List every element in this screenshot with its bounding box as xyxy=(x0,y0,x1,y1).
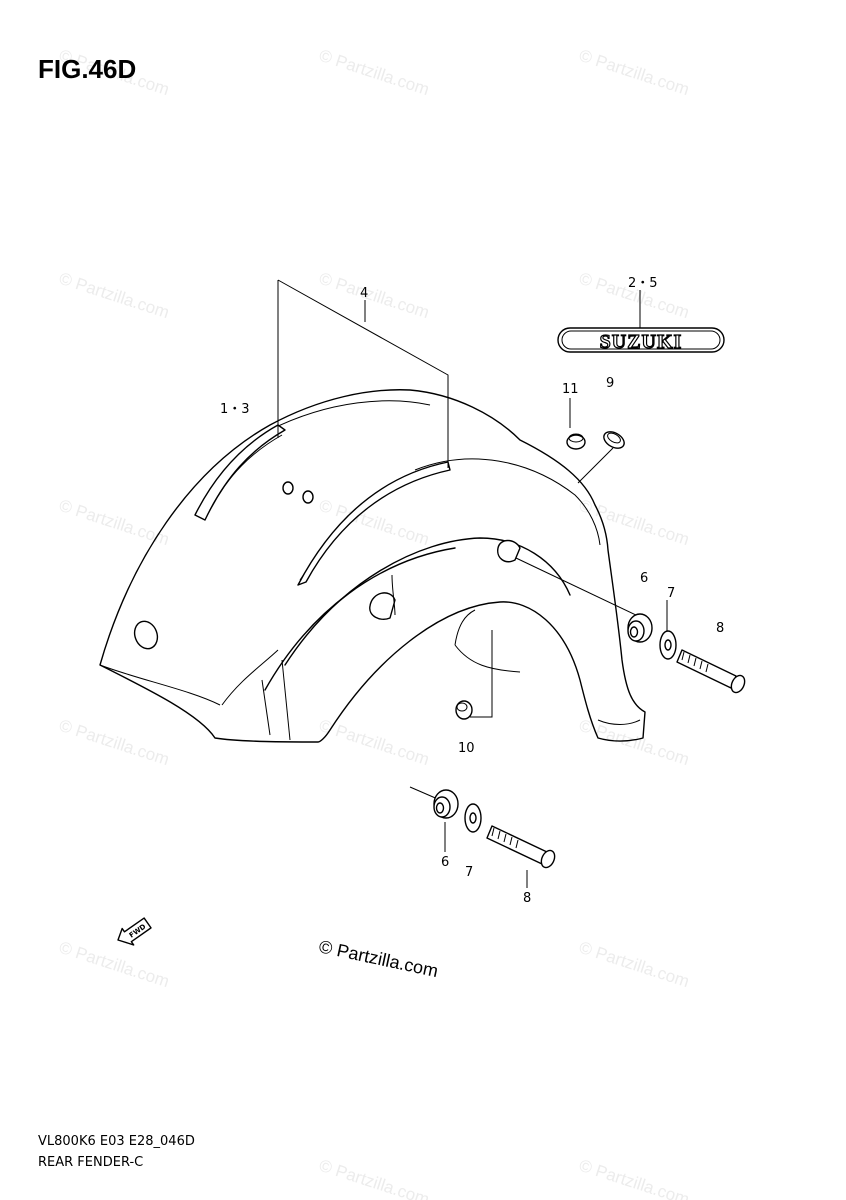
grommet-11 xyxy=(566,433,586,450)
collar-6-lower xyxy=(433,789,459,819)
collar-6-upper xyxy=(627,613,653,643)
washer-7-lower xyxy=(464,803,482,833)
callout-4: 4 xyxy=(360,286,368,301)
callout-7-upper: 7 xyxy=(667,586,675,601)
watermark: © Partzilla.com xyxy=(577,938,692,991)
callout-9: 9 xyxy=(606,376,614,391)
watermark-layer: © Partzilla.com © Partzilla.com © Partzi… xyxy=(57,46,692,1200)
watermark: © Partzilla.com xyxy=(577,1156,692,1200)
emblem-text: SUZUKI xyxy=(600,331,683,353)
watermark: © Partzilla.com xyxy=(57,269,172,322)
rear-fender xyxy=(99,389,646,743)
callout-7-lower: 7 xyxy=(465,865,473,880)
watermark: © Partzilla.com xyxy=(317,1156,432,1200)
callout-2-5: 2・5 xyxy=(628,276,658,291)
callout-1-3: 1・3 xyxy=(220,402,250,417)
callout-8-upper: 8 xyxy=(716,621,724,636)
bolt-8-lower xyxy=(486,825,556,869)
watermark: © Partzilla.com xyxy=(57,716,172,769)
callout-10: 10 xyxy=(458,741,475,756)
suzuki-emblem: SUZUKI xyxy=(557,327,725,354)
watermark: © Partzilla.com xyxy=(317,46,432,99)
bolt-8-upper xyxy=(676,649,746,694)
grommet-9 xyxy=(603,431,625,449)
watermark: © Partzilla.com xyxy=(57,938,172,991)
watermark: © Partzilla.com xyxy=(317,269,432,322)
watermark: © Partzilla.com xyxy=(577,716,692,769)
callout-6-lower: 6 xyxy=(441,855,449,870)
callout-6-upper: 6 xyxy=(640,571,648,586)
watermark: © Partzilla.com xyxy=(577,46,692,99)
figure-caption: REAR FENDER-C xyxy=(38,1155,143,1170)
copyright-notice: © Partzilla.com xyxy=(317,936,440,981)
figure-code: VL800K6 E03 E28_046D xyxy=(38,1134,195,1149)
fwd-arrow-icon: FWD xyxy=(117,917,152,946)
callout-11: 11 xyxy=(562,382,579,397)
leader-lines xyxy=(277,279,668,801)
callout-8-lower: 8 xyxy=(523,891,531,906)
washer-7-upper xyxy=(659,630,677,660)
grommet-10 xyxy=(455,700,473,720)
figure-title: FIG.46D xyxy=(38,54,136,84)
